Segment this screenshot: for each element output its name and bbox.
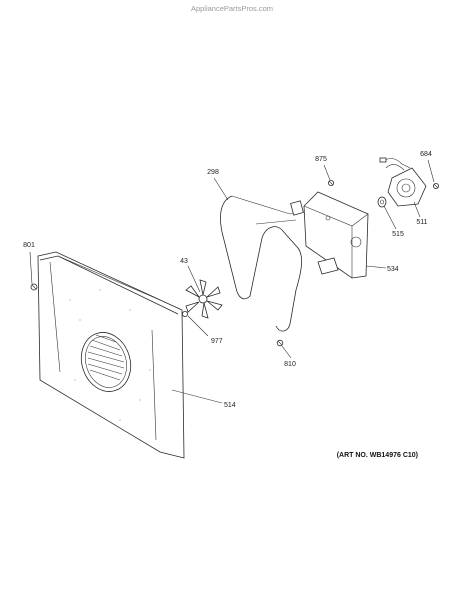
heating-element-part[interactable] <box>220 195 304 332</box>
part-label-810: 810 <box>284 361 296 368</box>
rear-panel-part[interactable] <box>37 251 185 459</box>
part-label-875: 875 <box>315 156 327 163</box>
part-label-511: 511 <box>416 219 427 226</box>
leader-lines <box>29 159 435 404</box>
fan-bracket-part[interactable] <box>303 191 369 279</box>
screw-684-part[interactable] <box>432 182 439 189</box>
part-label-298: 298 <box>207 169 219 176</box>
part-label-514: 514 <box>224 402 236 409</box>
part-label-684: 684 <box>420 151 432 158</box>
screw-810-part[interactable] <box>276 339 284 347</box>
screw-875-part[interactable] <box>327 179 334 186</box>
part-label-43: 43 <box>180 258 188 265</box>
convection-motor-part[interactable] <box>379 157 427 207</box>
washer-part[interactable] <box>377 196 387 208</box>
fan-grille <box>80 332 132 392</box>
part-label-801: 801 <box>23 242 35 249</box>
part-label-515: 515 <box>392 231 404 238</box>
art-number-text: (ART NO. WB14976 C10) <box>337 452 418 459</box>
nut-977-part[interactable] <box>181 310 188 317</box>
part-label-977: 977 <box>211 338 223 345</box>
fan-blade-part[interactable] <box>185 279 223 319</box>
watermark-text: AppliancePartsPros.com <box>191 4 273 13</box>
screw-801-part[interactable] <box>30 283 38 291</box>
part-label-534: 534 <box>387 266 399 273</box>
